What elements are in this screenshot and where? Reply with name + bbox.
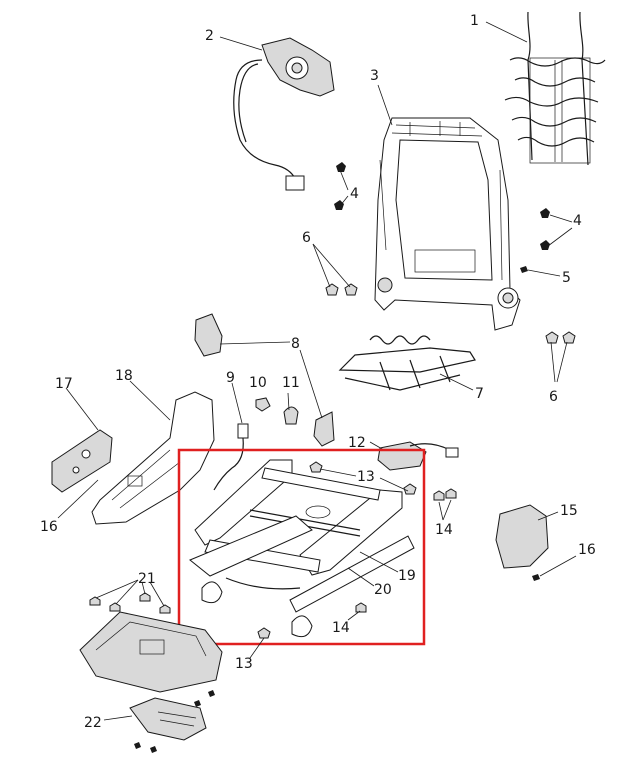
callout-4b: 4	[573, 213, 582, 229]
callout-4a: 4	[350, 186, 359, 202]
callout-1: 1	[470, 13, 479, 29]
part-16-screw-right	[532, 574, 540, 581]
part-22-bracket	[129, 697, 207, 753]
callout-22: 22	[84, 715, 102, 731]
part-4-clips	[334, 162, 550, 250]
part-9-harness	[213, 423, 249, 491]
callout-2: 2	[205, 28, 214, 44]
part-19-seat-adjuster	[189, 459, 415, 638]
part-14-nuts	[355, 488, 457, 613]
part-15-side-trim	[495, 504, 549, 569]
callout-16b: 16	[578, 542, 596, 558]
callout-20: 20	[374, 582, 392, 598]
part-11-knob	[283, 406, 299, 425]
callout-3: 3	[370, 68, 379, 84]
part-8-trim-cover	[194, 313, 223, 357]
part-5-clip	[520, 266, 528, 273]
callout-6a: 6	[302, 230, 311, 246]
callout-5: 5	[562, 270, 571, 286]
callout-18: 18	[115, 368, 133, 384]
callout-10: 10	[249, 375, 267, 391]
callout-21: 21	[138, 571, 156, 587]
part-3-seat-back-frame	[374, 117, 521, 331]
callout-13a: 13	[357, 469, 375, 485]
callout-19: 19	[398, 568, 416, 584]
part-7-cushion-spring	[338, 335, 476, 391]
highlight-box	[177, 448, 426, 646]
part-21-seat-riser-base	[79, 592, 223, 707]
callout-15: 15	[560, 503, 578, 519]
callout-14a: 14	[435, 522, 453, 538]
part-17-switch-bezel	[51, 429, 113, 493]
part-12-control-module	[377, 441, 459, 471]
part-1-back-suspension-mat	[504, 11, 606, 166]
callout-9: 9	[226, 370, 235, 386]
part-6-fasteners	[325, 283, 576, 344]
part-2-lumbar-motor-harness	[233, 37, 335, 191]
callout-16a: 16	[40, 519, 58, 535]
part-8-bracket	[313, 411, 335, 447]
callout-8: 8	[291, 336, 300, 352]
part-13-screws	[257, 461, 417, 639]
callout-6b: 6	[549, 389, 558, 405]
part-10-switch	[255, 397, 271, 412]
part-18-side-shield	[91, 391, 215, 525]
callout-14b: 14	[332, 620, 350, 636]
callout-11: 11	[282, 375, 300, 391]
callout-12: 12	[348, 435, 366, 451]
callout-13b: 13	[235, 656, 253, 672]
callout-7: 7	[475, 386, 484, 402]
callout-17: 17	[55, 376, 73, 392]
